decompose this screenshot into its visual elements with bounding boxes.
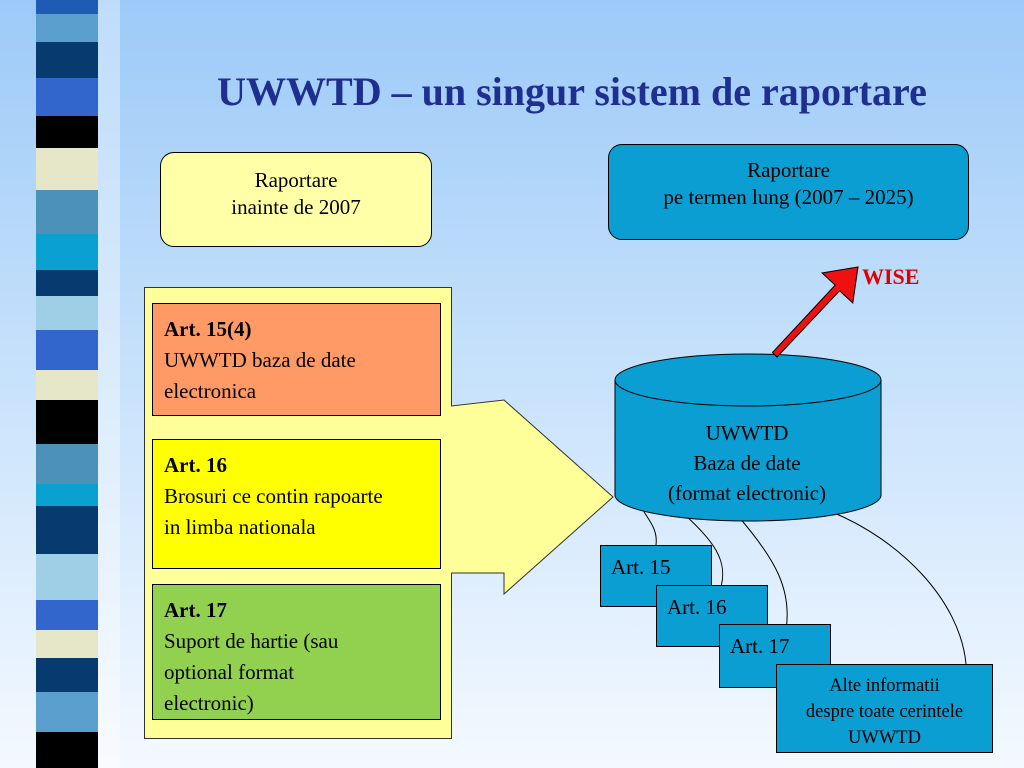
article-17-line2: optional format — [164, 660, 295, 684]
long-term-line1: Raportare — [747, 158, 830, 182]
other-info-line3: UWWTD — [848, 728, 921, 748]
article-17-box: Art. 17 Suport de hartie (sau optional f… — [152, 584, 441, 720]
article-16-box: Art. 16 Brosuri ce contin rapoarte in li… — [152, 439, 441, 569]
article-15-line1: UWWTD baza de date — [164, 348, 356, 372]
connector-line — [831, 511, 967, 665]
other-info-line1: Alte informatii — [829, 676, 940, 696]
stack-art15-label: Art. 15 — [611, 555, 671, 579]
stack-other-info-box: Alte informatii despre toate cerintele U… — [776, 664, 993, 753]
article-16-line2: in limba nationala — [164, 515, 316, 539]
reporting-before-line1: Raportare — [254, 168, 338, 192]
article-16-line1: Brosuri ce contin rapoarte — [164, 484, 383, 508]
decorative-strip — [0, 0, 120, 768]
article-17-heading: Art. 17 — [164, 598, 227, 622]
connector-line — [737, 515, 788, 631]
long-term-line2: pe termen lung (2007 – 2025) — [663, 185, 914, 209]
database-cylinder-body — [614, 379, 882, 522]
database-line1: UWWTD — [705, 421, 789, 445]
wise-label: WISE — [862, 264, 920, 289]
database-cylinder-top — [614, 353, 882, 407]
connector-line — [681, 511, 724, 591]
arrow-to-wise — [771, 266, 859, 358]
article-15-box: Art. 15(4) UWWTD baza de date electronic… — [152, 303, 441, 416]
article-17-line1: Suport de hartie (sau — [164, 629, 339, 653]
article-16-heading: Art. 16 — [164, 453, 227, 477]
article-15-heading: Art. 15(4) — [164, 317, 252, 341]
article-17-line3: electronic) — [164, 691, 254, 715]
reporting-before-line2: inainte de 2007 — [231, 195, 361, 219]
reporting-before-2007-box: Raportare inainte de 2007 — [160, 152, 432, 247]
database-line2: Baza de date — [693, 451, 801, 475]
database-label: UWWTD Baza de date (format electronic) — [614, 418, 880, 508]
other-info-line2: despre toate cerintele — [805, 702, 964, 722]
stack-art17-label: Art. 17 — [730, 634, 790, 658]
slide-title: UWWTD – un singur sistem de raportare — [217, 69, 927, 114]
database-line3: (format electronic) — [668, 481, 826, 505]
article-15-line2: electronica — [164, 379, 257, 403]
long-term-reporting-box: Raportare pe termen lung (2007 – 2025) — [608, 144, 969, 240]
stack-art16-label: Art. 16 — [667, 595, 727, 619]
